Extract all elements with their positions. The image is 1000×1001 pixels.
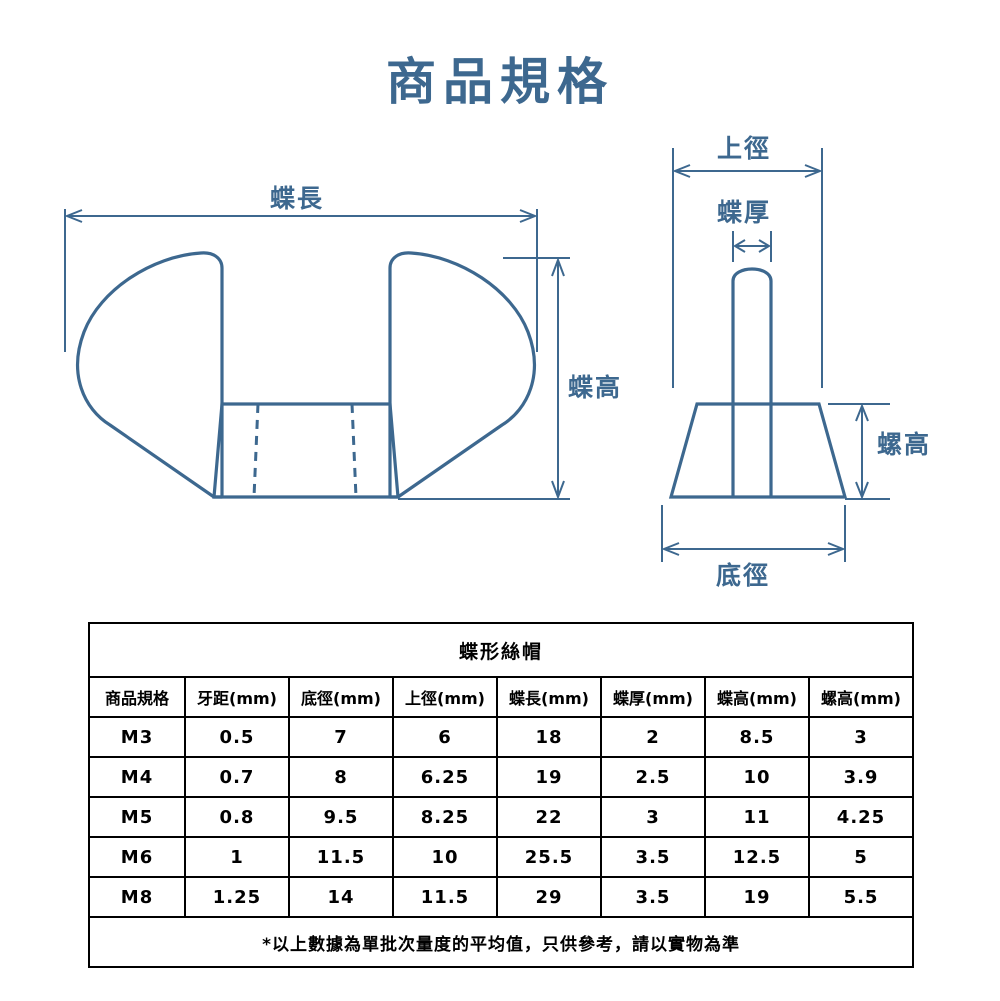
cell-value-3-6: 12.5 — [704, 836, 810, 878]
cell-value-0-4: 18 — [496, 716, 602, 758]
cell-value-2-7: 4.25 — [807, 796, 915, 838]
cell-value-1-5: 2.5 — [600, 756, 706, 798]
cell-value-1-2: 8 — [288, 756, 394, 798]
column-header-1: 牙距(mm) — [184, 676, 290, 718]
wing-length-arrow-left — [64, 209, 83, 223]
cell-value-3-1: 1 — [184, 836, 290, 878]
cell-value-4-2: 14 — [288, 876, 394, 918]
dimension-label-wing-height: 蝶高 — [568, 373, 623, 402]
wing-height-arrow-top — [551, 257, 565, 277]
cell-value-4-7: 5.5 — [807, 876, 915, 918]
cell-value-3-7: 5 — [807, 836, 915, 878]
right-wing-shape — [388, 251, 536, 499]
wing-height-arrow-bottom — [551, 480, 565, 500]
cell-value-4-5: 3.5 — [600, 876, 706, 918]
column-header-2: 底徑(mm) — [288, 676, 394, 718]
cell-value-1-3: 6.25 — [392, 756, 498, 798]
dimension-label-thread-height: 螺高 — [877, 430, 932, 459]
top-dia-arrow-right — [804, 164, 823, 178]
cell-value-2-6: 11 — [704, 796, 810, 838]
cell-value-2-4: 22 — [496, 796, 602, 838]
table-title: 蝶形絲帽 — [87, 622, 915, 678]
column-header-6: 蝶高(mm) — [704, 676, 810, 718]
table-note-row: *以上數據為單批次量度的平均值，只供參考，請以實物為準 — [87, 916, 915, 968]
cell-value-3-2: 11.5 — [288, 836, 394, 878]
cell-value-2-1: 0.8 — [184, 796, 290, 838]
side-base-trapezoid — [668, 402, 848, 499]
wing-nut-side-view — [661, 148, 890, 562]
wing-thick-arrow-left — [733, 239, 746, 253]
wing-length-arrow-right — [519, 209, 538, 223]
cell-value-2-2: 9.5 — [288, 796, 394, 838]
cell-value-1-7: 3.9 — [807, 756, 915, 798]
wing-shaft-shape — [731, 267, 773, 497]
wing-thick-arrow-right — [758, 239, 771, 253]
cell-value-0-3: 6 — [392, 716, 498, 758]
dimension-label-wing-thickness: 蝶厚 — [717, 198, 772, 227]
cell-value-4-3: 11.5 — [392, 876, 498, 918]
cell-value-3-5: 3.5 — [600, 836, 706, 878]
cell-spec-name: M4 — [88, 756, 186, 798]
wing-nut-front-view — [64, 209, 570, 500]
table-header-row: 商品規格牙距(mm)底徑(mm)上徑(mm)蝶長(mm)蝶厚(mm)蝶高(mm)… — [88, 676, 915, 718]
cell-spec-name: M3 — [88, 716, 186, 758]
base-trapezoid — [212, 402, 400, 499]
dimension-label-wing-length: 蝶長 — [270, 184, 325, 213]
bottom-dia-arrow-right — [827, 542, 846, 556]
cell-value-4-6: 19 — [704, 876, 810, 918]
cell-value-0-5: 2 — [600, 716, 706, 758]
bottom-dia-arrow-left — [661, 542, 680, 556]
cell-value-1-1: 0.7 — [184, 756, 290, 798]
cell-value-0-7: 3 — [807, 716, 915, 758]
column-header-5: 蝶厚(mm) — [600, 676, 706, 718]
cell-value-3-4: 25.5 — [496, 836, 602, 878]
thread-h-arrow-bottom — [855, 481, 869, 500]
cell-value-1-6: 10 — [704, 756, 810, 798]
column-header-0: 商品規格 — [88, 676, 186, 718]
bore-left-dashed — [252, 403, 260, 498]
thread-h-arrow-top — [855, 403, 869, 422]
column-header-3: 上徑(mm) — [392, 676, 498, 718]
cell-spec-name: M5 — [88, 796, 186, 838]
cell-value-4-4: 29 — [496, 876, 602, 918]
column-header-7: 螺高(mm) — [807, 676, 915, 718]
bore-right-dashed — [350, 403, 358, 498]
cell-spec-name: M8 — [88, 876, 186, 918]
cell-value-0-1: 0.5 — [184, 716, 290, 758]
left-wing-shape — [76, 251, 224, 499]
cell-value-3-3: 10 — [392, 836, 498, 878]
cell-spec-name: M6 — [88, 836, 186, 878]
table-footnote: *以上數據為單批次量度的平均值，只供參考，請以實物為準 — [87, 916, 915, 968]
cell-value-4-1: 1.25 — [184, 876, 290, 918]
table-title-row: 蝶形絲帽 — [87, 622, 915, 678]
dimension-label-bottom-diameter: 底徑 — [716, 561, 771, 590]
diagram-layer — [64, 148, 890, 562]
cell-value-2-5: 3 — [600, 796, 706, 838]
page-title: 商品規格 — [386, 53, 614, 111]
specification-table: 蝶形絲帽商品規格牙距(mm)底徑(mm)上徑(mm)蝶長(mm)蝶厚(mm)蝶高… — [87, 622, 915, 968]
cell-value-0-6: 8.5 — [704, 716, 810, 758]
cell-value-0-2: 7 — [288, 716, 394, 758]
column-header-4: 蝶長(mm) — [496, 676, 602, 718]
top-dia-arrow-left — [672, 164, 691, 178]
cell-value-2-3: 8.25 — [392, 796, 498, 838]
dimension-label-top-diameter: 上徑 — [717, 134, 772, 163]
cell-value-1-4: 19 — [496, 756, 602, 798]
